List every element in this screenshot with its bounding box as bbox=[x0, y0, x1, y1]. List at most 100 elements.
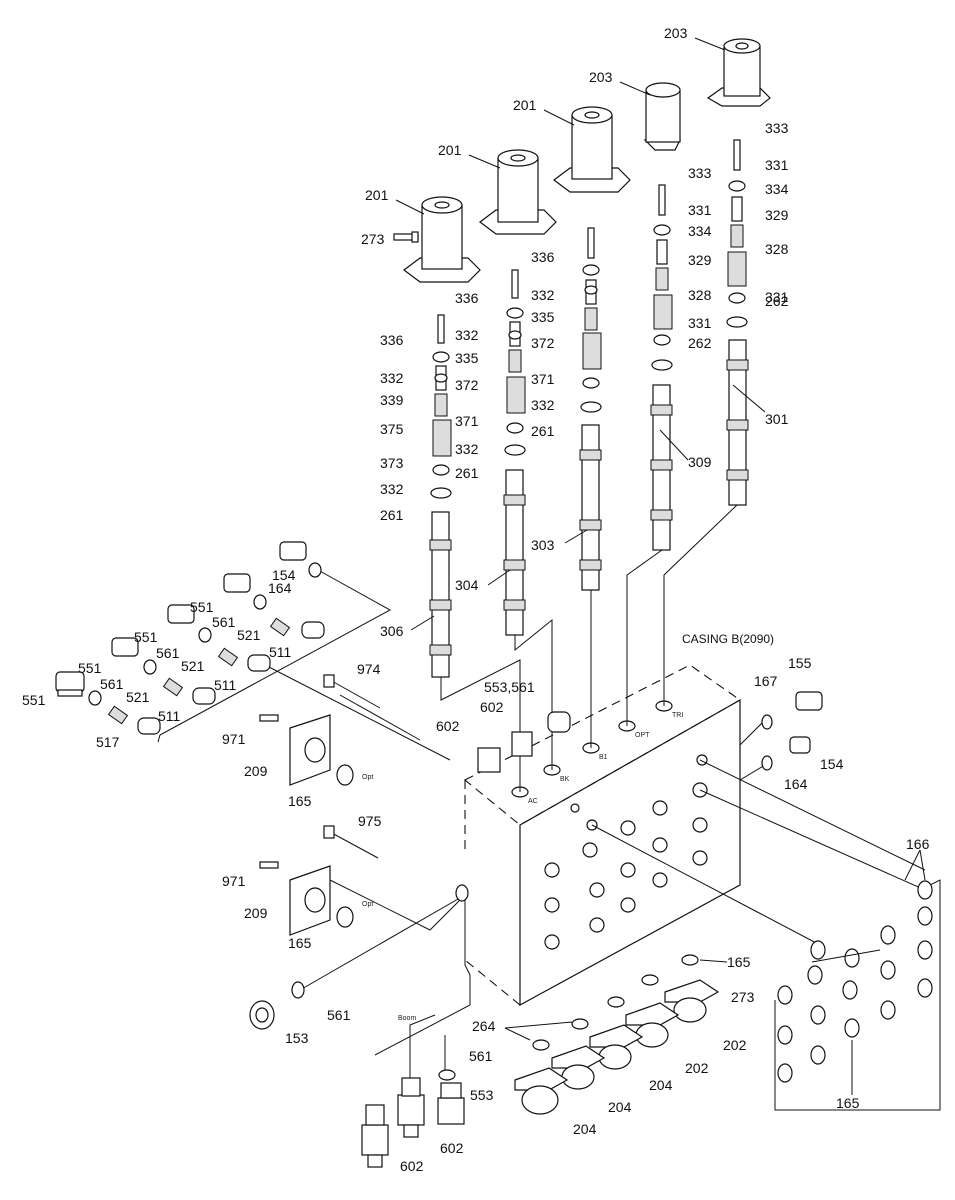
label-261: 261 bbox=[455, 465, 479, 481]
label-154: 154 bbox=[820, 756, 844, 772]
label-551: 551 bbox=[78, 660, 102, 676]
label-517: 517 bbox=[96, 734, 120, 750]
label-373: 373 bbox=[380, 455, 404, 471]
plug-153 bbox=[249, 1000, 275, 1030]
label-262: 262 bbox=[688, 335, 712, 351]
label-511: 511 bbox=[214, 677, 237, 693]
label-371: 371 bbox=[531, 371, 555, 387]
flange-209-bottom bbox=[259, 861, 354, 936]
label-551: 551 bbox=[22, 692, 46, 708]
label-975: 975 bbox=[358, 813, 382, 829]
oring-164 bbox=[308, 562, 322, 578]
spool-stack-304 bbox=[503, 269, 526, 636]
bolt-974 bbox=[323, 674, 381, 709]
label-336: 336 bbox=[380, 332, 404, 348]
label-602: 602 bbox=[440, 1140, 464, 1156]
label-328: 328 bbox=[765, 241, 789, 257]
label-303: 303 bbox=[531, 537, 555, 553]
label-202: 202 bbox=[685, 1060, 709, 1076]
casing-title: CASING B(2090) bbox=[682, 632, 774, 646]
label-332: 332 bbox=[380, 481, 404, 497]
label-333: 333 bbox=[765, 120, 789, 136]
label-551: 551 bbox=[190, 599, 214, 615]
label-521: 521 bbox=[126, 689, 150, 705]
spool-stack-309 bbox=[650, 184, 673, 551]
label-602: 602 bbox=[436, 718, 460, 734]
oring-561-bottom bbox=[438, 1069, 456, 1081]
label-521: 521 bbox=[181, 658, 205, 674]
valve-553-bottom bbox=[437, 1082, 465, 1125]
bolt-975 bbox=[323, 825, 379, 859]
part-labels: 203 203 201 201 201 273 333 333 331 331 … bbox=[22, 25, 930, 1174]
label-301: 301 bbox=[765, 411, 789, 427]
label-202: 202 bbox=[723, 1037, 747, 1053]
label-165: 165 bbox=[727, 954, 751, 970]
label-331: 331 bbox=[765, 289, 789, 305]
casing-block: AC BK B1 OPT TRI CASING B(2090) bbox=[464, 632, 774, 1007]
label-971: 971 bbox=[222, 731, 246, 747]
spring-set-left bbox=[434, 285, 598, 383]
label-261: 261 bbox=[380, 507, 404, 523]
label-334: 334 bbox=[765, 181, 789, 197]
label-153: 153 bbox=[285, 1030, 309, 1046]
solenoid-201-left bbox=[403, 196, 481, 283]
casing-front-face bbox=[519, 698, 741, 1007]
label-602: 602 bbox=[480, 699, 504, 715]
plug-154-right bbox=[789, 736, 811, 754]
casing-ports bbox=[544, 754, 708, 950]
oring-164-right bbox=[761, 755, 773, 771]
plug-154-top bbox=[279, 541, 307, 561]
solenoid-204-b bbox=[551, 1045, 606, 1090]
label-371: 371 bbox=[455, 413, 479, 429]
label-521: 521 bbox=[237, 627, 261, 643]
label-boom: Boom bbox=[398, 1015, 416, 1022]
label-561: 561 bbox=[100, 676, 124, 692]
label-332: 332 bbox=[531, 287, 555, 303]
oring-561-left bbox=[291, 981, 305, 999]
label-333: 333 bbox=[688, 165, 712, 181]
label-331: 331 bbox=[765, 157, 789, 173]
plug-551-4 bbox=[223, 573, 251, 593]
solenoid-202-a bbox=[664, 979, 720, 1023]
label-561: 561 bbox=[469, 1048, 493, 1064]
label-553: 553 bbox=[470, 1087, 494, 1103]
port-label-tr: TRI bbox=[672, 712, 683, 719]
casing-top-face bbox=[464, 664, 742, 826]
label-201: 201 bbox=[365, 187, 389, 203]
spool-stack-301 bbox=[726, 139, 749, 506]
label-372: 372 bbox=[455, 377, 479, 393]
port-label-opt: OPT bbox=[635, 732, 650, 739]
label-306: 306 bbox=[380, 623, 404, 639]
label-opt: Opt bbox=[362, 774, 373, 781]
spool-stack-303 bbox=[579, 227, 602, 591]
label-971: 971 bbox=[222, 873, 246, 889]
label-561: 561 bbox=[327, 1007, 351, 1023]
plug-551-3 bbox=[167, 604, 195, 624]
label-511: 511 bbox=[269, 644, 292, 660]
label-332: 332 bbox=[380, 370, 404, 386]
label-164: 164 bbox=[784, 776, 808, 792]
label-561: 561 bbox=[212, 614, 236, 630]
flange-209-top bbox=[259, 714, 354, 786]
label-273: 273 bbox=[731, 989, 755, 1005]
label-155: 155 bbox=[788, 655, 812, 671]
label-553-561: 553,561 bbox=[484, 679, 535, 695]
label-974: 974 bbox=[357, 661, 381, 677]
plug-group bbox=[55, 541, 325, 735]
label-329: 329 bbox=[688, 252, 712, 268]
solenoid-201-mid bbox=[479, 149, 557, 235]
solenoid-204-c bbox=[514, 1067, 569, 1115]
solenoid-group-bottom bbox=[504, 954, 720, 1115]
valve-602-top bbox=[477, 711, 571, 773]
label-164: 164 bbox=[268, 580, 292, 596]
solenoid-201-right bbox=[553, 106, 631, 193]
label-204: 204 bbox=[649, 1077, 673, 1093]
label-204: 204 bbox=[573, 1121, 597, 1137]
label-332: 332 bbox=[531, 397, 555, 413]
label-511: 511 bbox=[158, 708, 181, 724]
valve-602-bottom-a bbox=[361, 1104, 389, 1168]
label-209: 209 bbox=[244, 905, 268, 921]
label-264: 264 bbox=[472, 1018, 496, 1034]
label-602: 602 bbox=[400, 1158, 424, 1174]
